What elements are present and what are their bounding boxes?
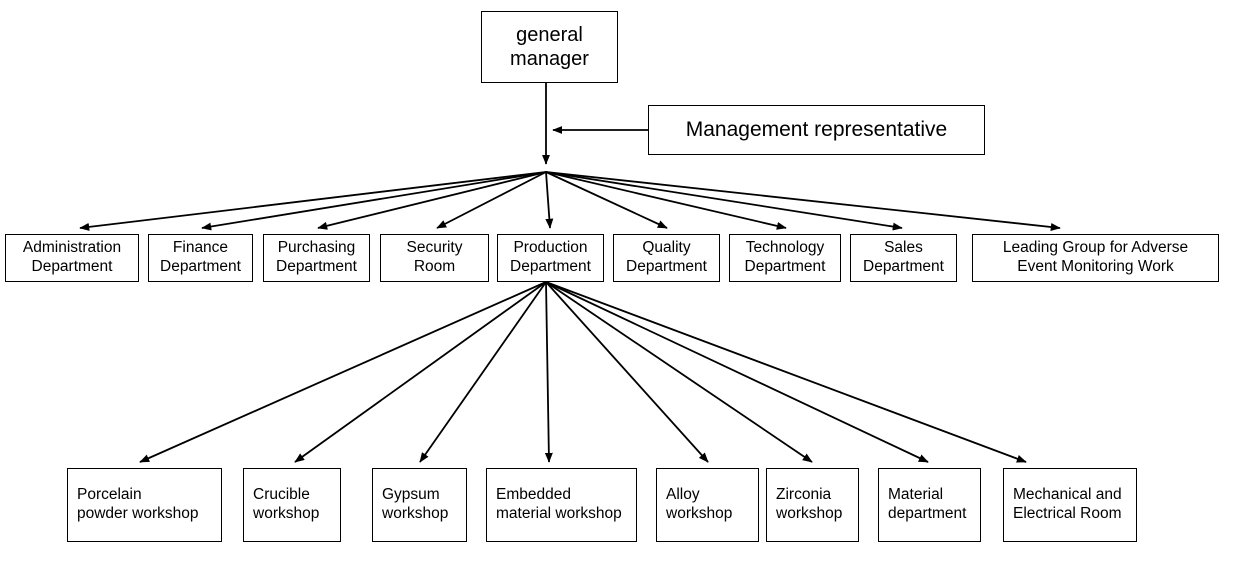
connector-manager-to-dept-7	[545, 171, 903, 231]
connector-production-to-workshop-0	[139, 281, 547, 463]
connector-manager-to-dept-1	[201, 171, 547, 231]
connector-production-to-workshop-7	[545, 281, 1027, 463]
connector-manager-to-dept-0	[79, 171, 547, 231]
node-shop-porcelain-powder-workshop[interactable]: Porcelain powder workshop	[67, 468, 222, 542]
node-dept-leading-group-for-adverse-event-monitoring-work[interactable]: Leading Group for Adverse Event Monitori…	[972, 234, 1219, 282]
node-shop-material-department[interactable]: Material department	[878, 468, 981, 542]
node-shop-mechanical-and-electrical-room[interactable]: Mechanical and Electrical Room	[1003, 468, 1137, 542]
node-shop-gypsum-workshop[interactable]: Gypsum workshop	[372, 468, 467, 542]
node-shop-crucible-workshop[interactable]: Crucible workshop	[243, 468, 341, 542]
node-shop-zirconia-workshop[interactable]: Zirconia workshop	[766, 468, 859, 542]
connector-manager-to-dept-3	[436, 171, 547, 229]
connector-production-to-workshop-4	[545, 281, 709, 463]
node-dept-administration-department[interactable]: Administration Department	[5, 234, 139, 282]
connector-production-to-workshop-3	[544, 281, 553, 463]
connector-production-to-workshop-1	[294, 281, 547, 463]
node-dept-purchasing-department[interactable]: Purchasing Department	[263, 234, 370, 282]
connector-production-to-workshop-6	[545, 281, 929, 463]
node-dept-technology-department[interactable]: Technology Department	[729, 234, 841, 282]
connector-manager-to-dept-5	[545, 171, 668, 229]
node-management-representative[interactable]: Management representative	[648, 105, 985, 155]
connector-manager-to-dept-2	[317, 171, 547, 230]
node-dept-production-department[interactable]: Production Department	[497, 234, 604, 282]
connector-production-to-workshop-2	[419, 281, 547, 463]
node-dept-security-room[interactable]: Security Room	[380, 234, 489, 282]
connector-production-to-workshop-5	[545, 281, 813, 463]
node-general-manager[interactable]: general manager	[481, 11, 618, 83]
node-shop-alloy-workshop[interactable]: Alloy workshop	[656, 468, 759, 542]
node-shop-embedded-material-workshop[interactable]: Embedded material workshop	[486, 468, 637, 542]
connector-manager-to-dept-6	[545, 171, 787, 230]
node-dept-quality-department[interactable]: Quality Department	[613, 234, 720, 282]
node-dept-sales-department[interactable]: Sales Department	[850, 234, 957, 282]
connector-manager-to-dept-4	[545, 171, 554, 229]
connector-manager-to-dept-8	[545, 171, 1061, 231]
node-dept-finance-department[interactable]: Finance Department	[148, 234, 253, 282]
